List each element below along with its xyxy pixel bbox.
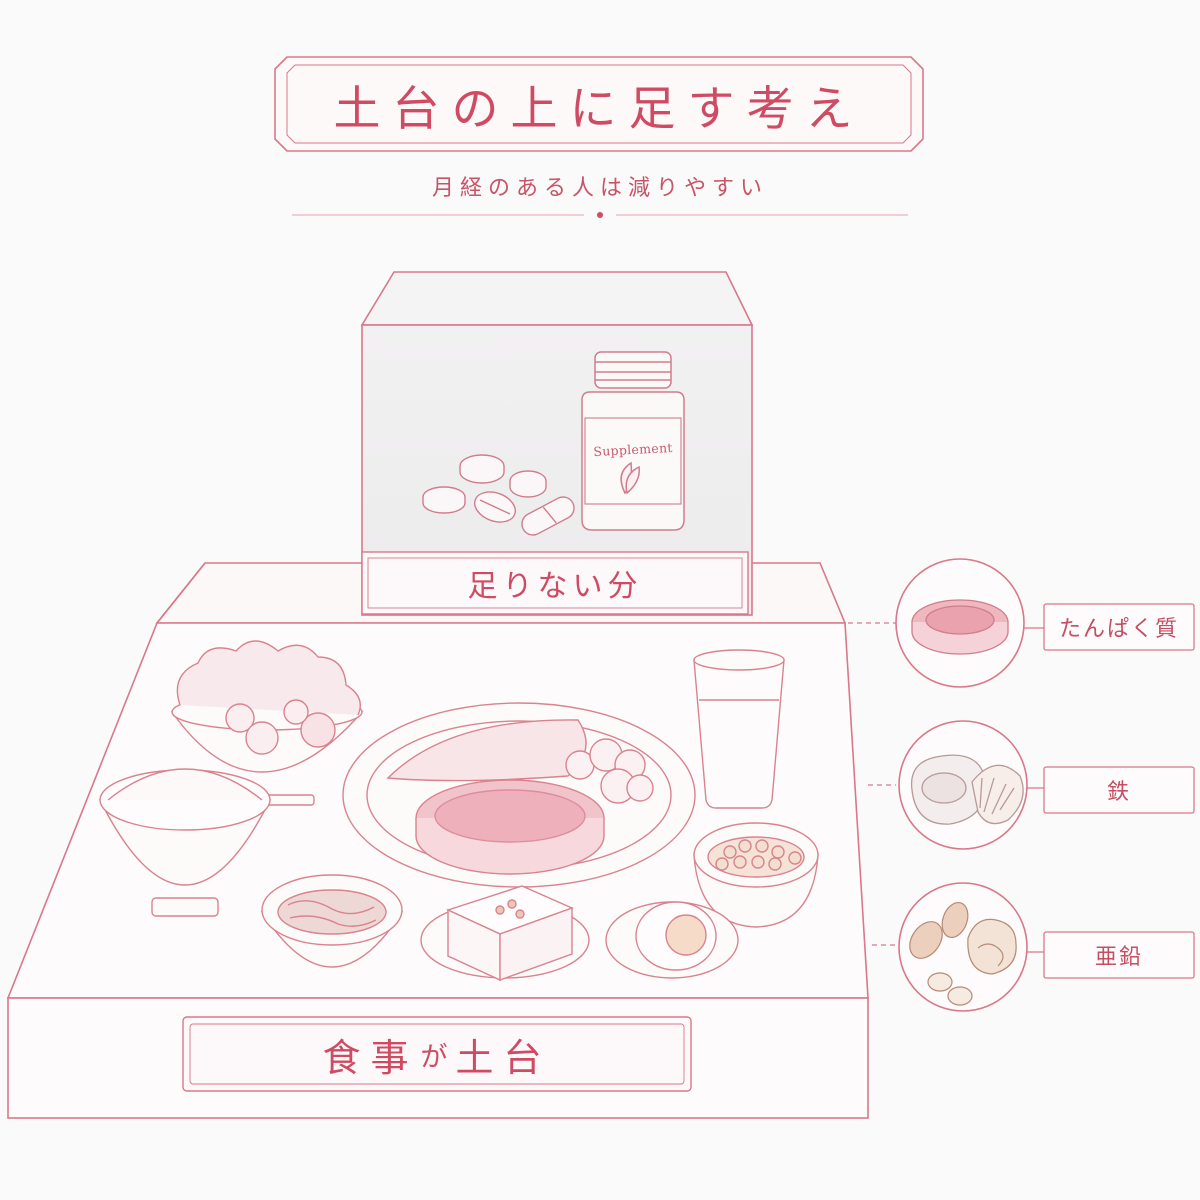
base-label-part2: が	[420, 1041, 454, 1073]
nutrient-tag-zinc: 亜鉛	[1094, 945, 1143, 970]
title-divider	[292, 212, 908, 218]
base-label-part1: 食事	[322, 1035, 419, 1080]
oyster-shell-icon	[910, 754, 1024, 825]
supplement-bottle	[581, 351, 685, 531]
hijiki-bowl	[260, 874, 404, 968]
title-banner-frame	[274, 56, 924, 152]
nutrient-tag-frames	[1043, 603, 1195, 979]
base-label-frame	[182, 1016, 692, 1092]
page-subtitle: 月経のある人は減りやすい	[431, 176, 768, 201]
egg-plate	[605, 901, 739, 979]
milk-glass	[693, 649, 785, 809]
main-plate	[342, 702, 696, 888]
base-section-label: 食事 が 土台	[183, 1017, 691, 1091]
pills-group	[422, 454, 575, 536]
base-label-part3: 土台	[455, 1035, 552, 1080]
salad-bowl	[170, 640, 364, 806]
nutrient-tag-protein: たんぱく質	[1058, 617, 1179, 642]
food-illustrations	[98, 640, 819, 982]
nuts-icon	[909, 901, 1017, 1006]
beans-bowl	[693, 822, 819, 928]
rice-bowl	[98, 768, 272, 917]
meat-steak-icon	[911, 599, 1009, 655]
supplement-section-label: 足りない分	[467, 569, 643, 604]
supplement-label-frame	[361, 551, 749, 615]
tofu-plate	[420, 885, 590, 982]
nutrient-tag-iron: 鉄	[1106, 780, 1131, 805]
page-title: 土台の上に足す考え	[333, 81, 865, 137]
